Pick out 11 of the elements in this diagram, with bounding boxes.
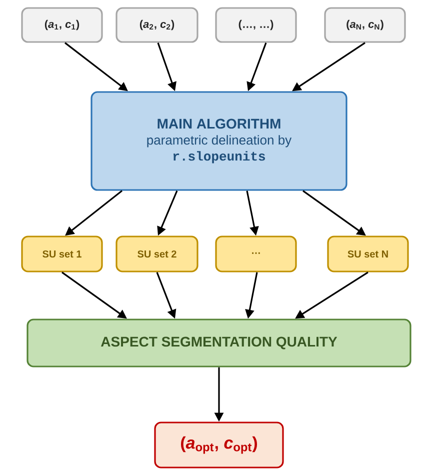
input-box: (a$_{1}$, c$_{1}$)	[21, 7, 103, 43]
process-box: MAIN ALGORITHM parametric delineation by r.slopeunits	[90, 91, 348, 191]
input-box: (a$_{N}$, c$_{N}$)	[324, 7, 406, 43]
output-box: (a$_{opt}$, c$_{opt}$)	[154, 422, 284, 468]
result-box: SU set 1	[21, 236, 103, 272]
result-box: SU set 2	[116, 236, 198, 272]
input-box: (…, …)	[215, 7, 297, 43]
evaluation-box: ASPECT SEGMENTATION QUALITY	[26, 318, 412, 368]
result-box: SU set N	[327, 236, 409, 272]
result-box: …	[215, 236, 297, 272]
input-box: (a$_{2}$, c$_{2}$)	[116, 7, 198, 43]
